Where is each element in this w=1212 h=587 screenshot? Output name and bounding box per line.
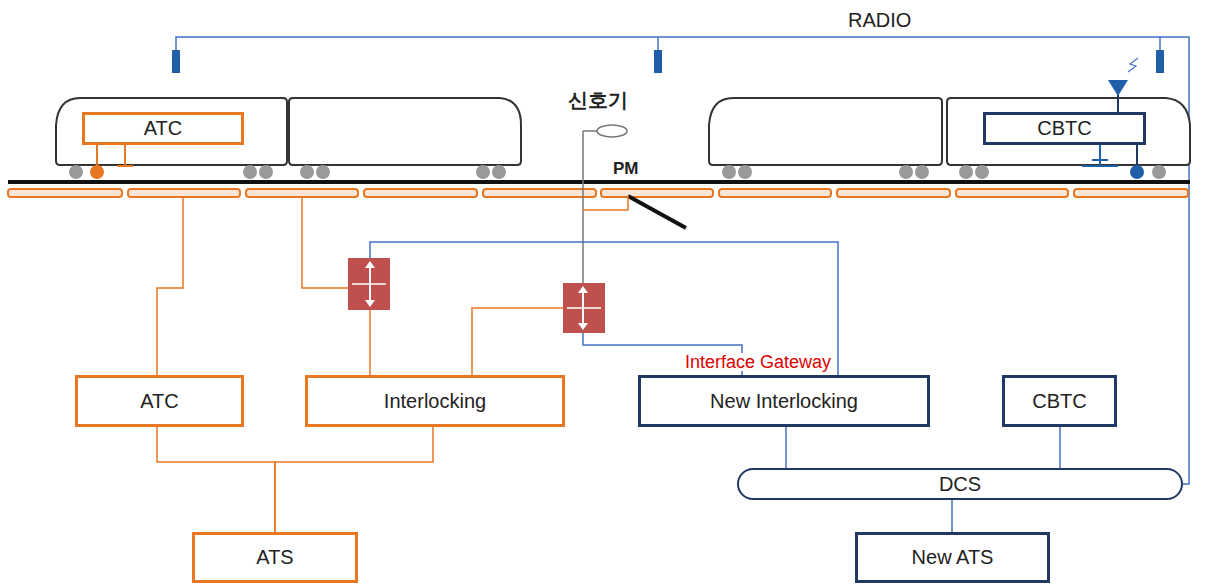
onboard-cbtc: CBTC xyxy=(983,112,1146,145)
atc-box: ATC xyxy=(75,375,244,427)
ats-box: ATS xyxy=(192,532,358,583)
node-label: ATS xyxy=(256,546,293,569)
cbtc-box: CBTC xyxy=(1002,375,1117,427)
connector xyxy=(157,427,275,532)
connector xyxy=(275,427,433,532)
gateway-label: Interface Gateway xyxy=(683,353,833,371)
node-label: New ATS xyxy=(912,546,994,569)
node-label: New Interlocking xyxy=(710,390,858,413)
interface-gateway xyxy=(348,258,605,333)
node-label: Interlocking xyxy=(384,390,486,413)
connector xyxy=(952,500,953,532)
node-label: ATC xyxy=(144,117,183,140)
connector xyxy=(786,427,787,468)
node-label: DCS xyxy=(939,473,981,496)
node-label: ATC xyxy=(140,390,179,413)
onboard-atc: ATC xyxy=(82,112,244,145)
interlocking-box: Interlocking xyxy=(305,375,565,427)
signal-label: 신호기 xyxy=(568,90,628,110)
point-machine-label: PM xyxy=(613,160,639,177)
node-label: CBTC xyxy=(1037,117,1091,140)
new-ats-box: New ATS xyxy=(855,532,1050,583)
dcs-bus: DCS xyxy=(737,468,1183,500)
node-label: CBTC xyxy=(1032,390,1086,413)
connector xyxy=(1060,427,1061,468)
new-interlocking-box: New Interlocking xyxy=(638,375,930,427)
radio-label: RADIO xyxy=(848,10,911,30)
